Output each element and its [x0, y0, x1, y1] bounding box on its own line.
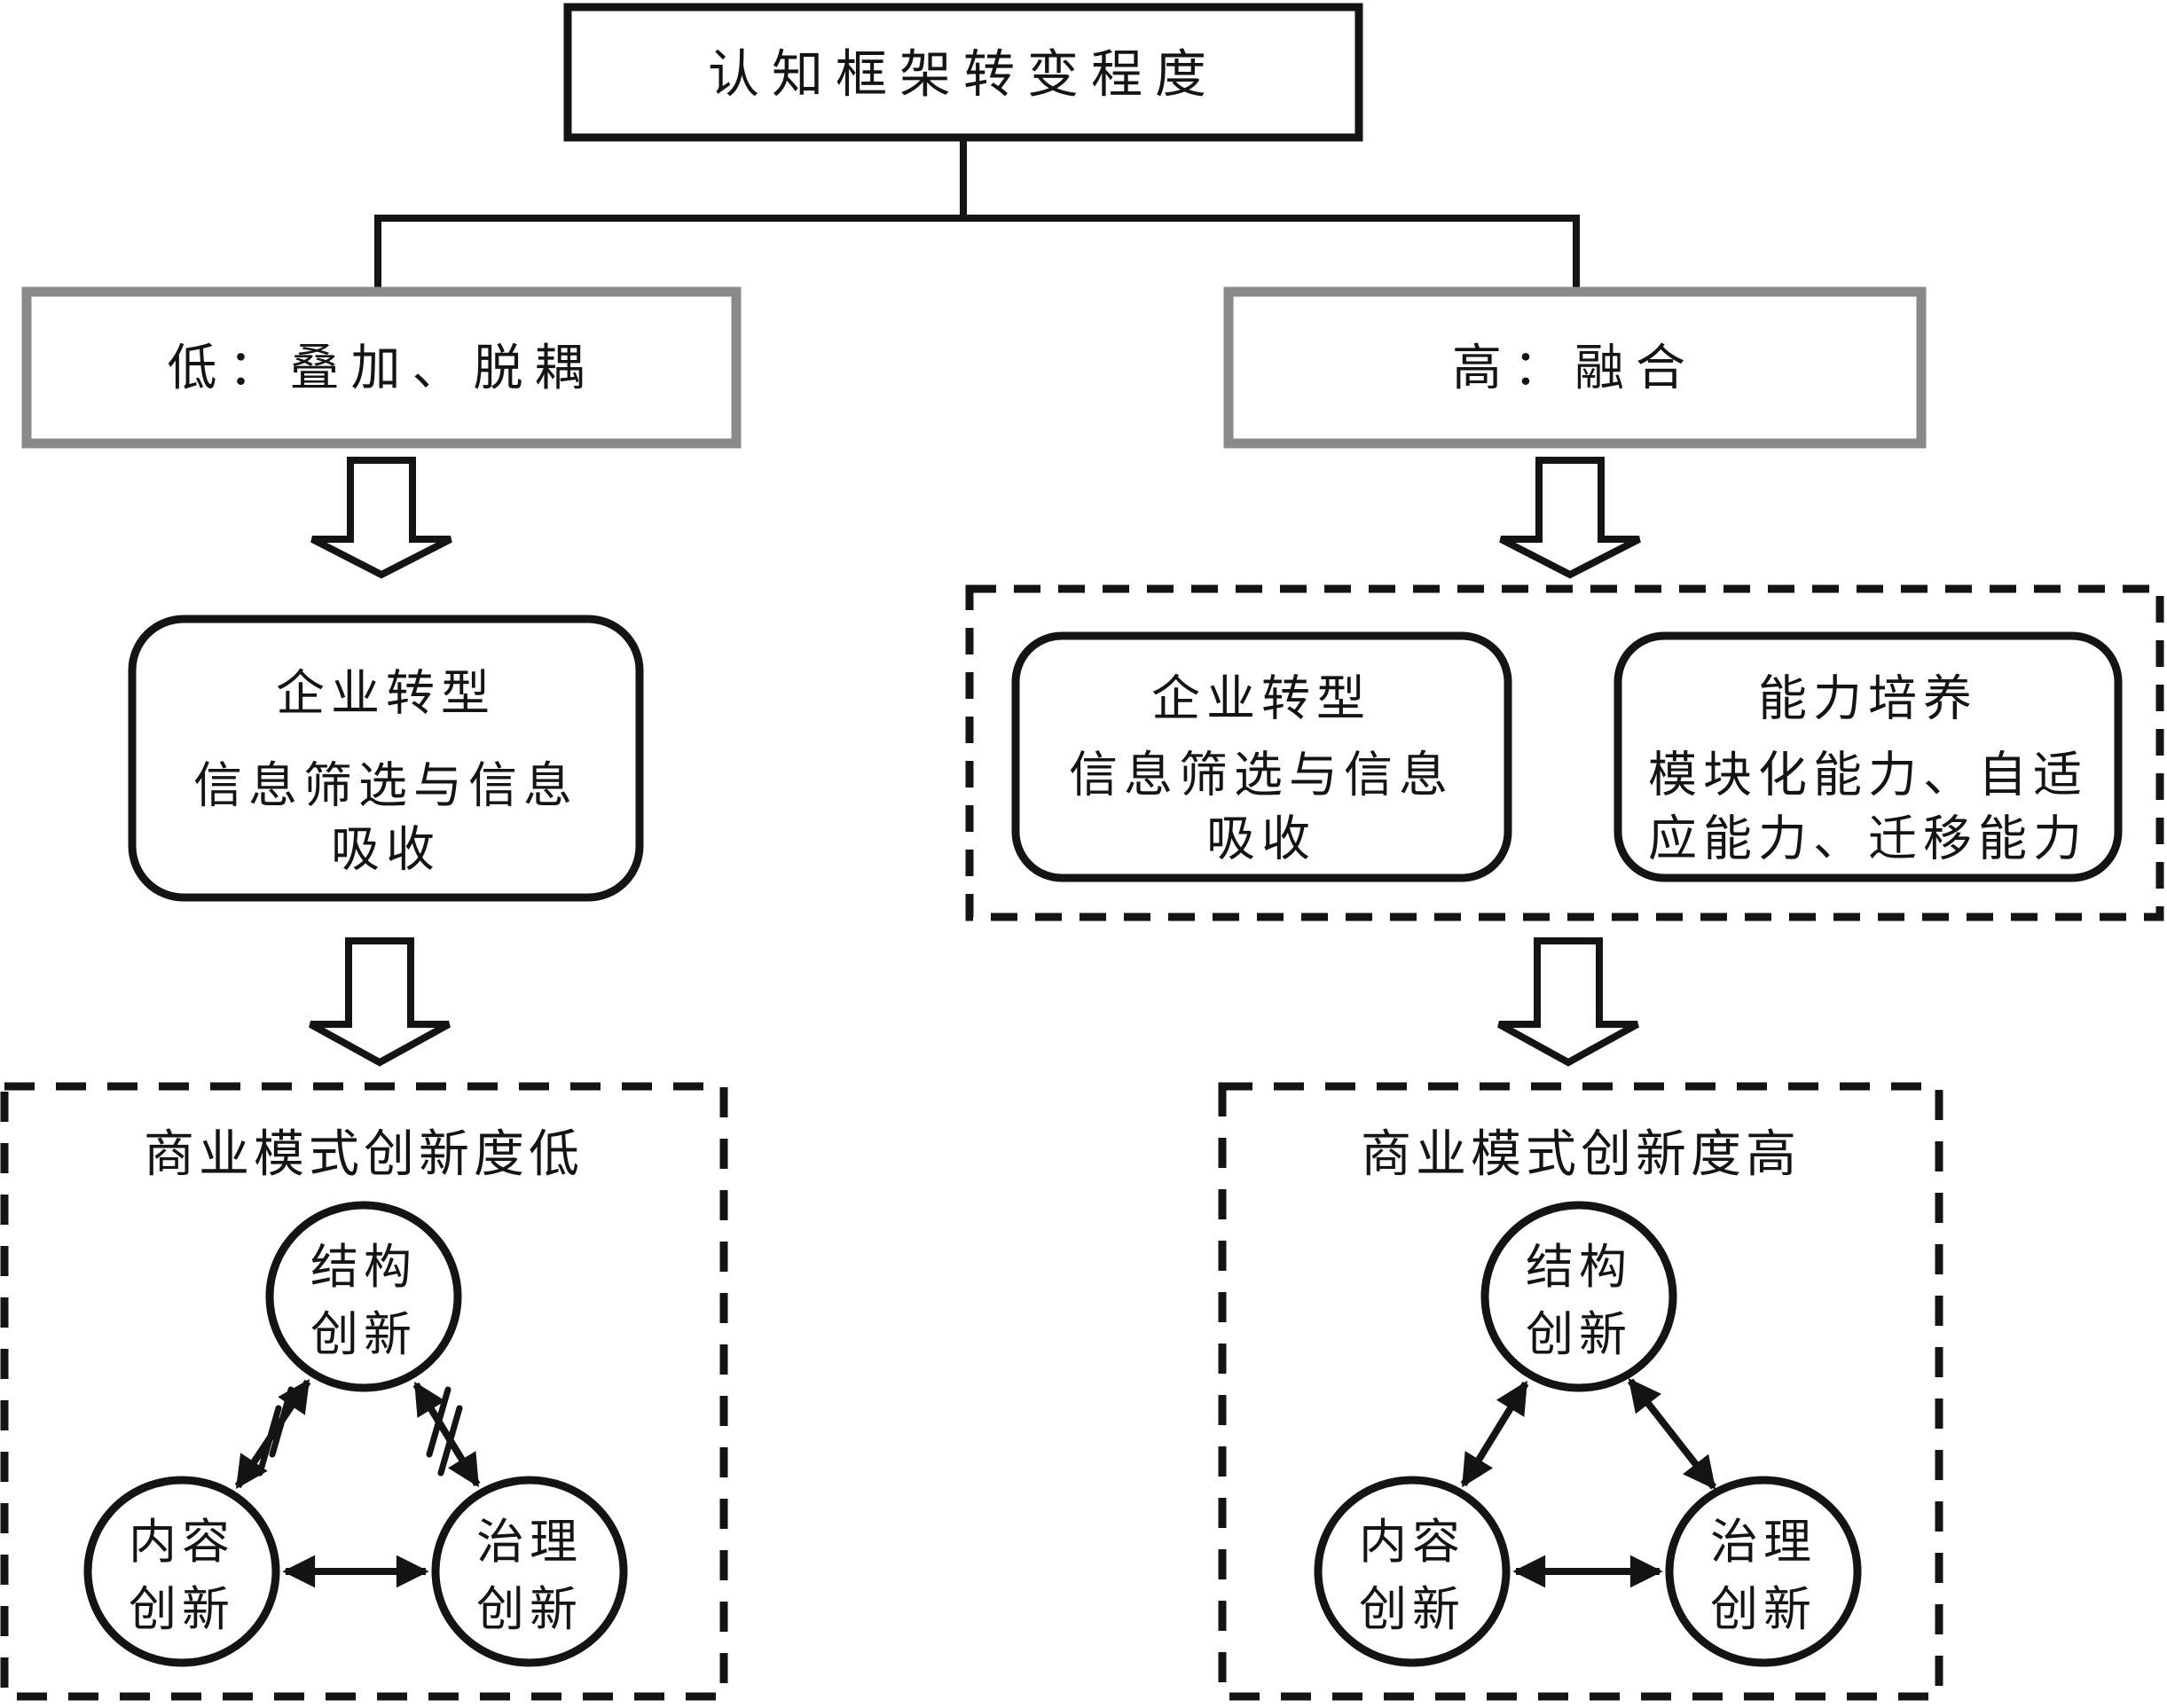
outcome-title-high: 商业模式创新度高 [1361, 1127, 1801, 1183]
governance-circle-high-line2: 创新 [1710, 1583, 1817, 1636]
block-down-arrow-icon [310, 457, 452, 579]
branch-high-box [1223, 286, 1927, 449]
break-tick-icon [269, 1386, 294, 1458]
arrow-structure-content-high [1460, 1380, 1529, 1488]
transform-box-high-line1: 企业转型 [1151, 672, 1371, 726]
structure-circle-low-line2: 创新 [310, 1308, 417, 1361]
structure-circle-high [1480, 1201, 1677, 1392]
capability-box-line3: 应能力、迁移能力 [1648, 812, 2088, 866]
governance-circle-low-line1: 治理 [476, 1516, 583, 1569]
block-down-arrow-icon [309, 937, 451, 1067]
content-circle-low [83, 1476, 280, 1667]
content-circle-high-line2: 创新 [1359, 1583, 1465, 1636]
transform-box-low-line2: 信息筛选与信息 [193, 759, 578, 813]
transform-box-low-line3: 吸收 [331, 823, 441, 877]
governance-circle-high [1665, 1476, 1862, 1667]
capability-box [1613, 631, 2123, 882]
content-circle-low-line1: 内容 [129, 1516, 235, 1569]
branch-high-label: 高：融合 [1452, 341, 1697, 396]
break-tick-icon [426, 1386, 451, 1458]
content-circle-low-line2: 创新 [129, 1583, 235, 1636]
content-circle-high [1314, 1476, 1511, 1667]
transform-box-low-line1: 企业转型 [276, 667, 496, 721]
arrow-structure-governance-low [412, 1381, 481, 1488]
block-down-arrow-icon [1497, 937, 1639, 1067]
content-circle-high-line1: 内容 [1359, 1516, 1465, 1569]
structure-circle-high-line1: 结构 [1526, 1241, 1632, 1294]
root-label: 认知框架转变程度 [708, 46, 1219, 104]
branch-low-box [21, 286, 742, 449]
transform-box-high [1011, 631, 1512, 882]
tree-connectors [374, 137, 1580, 293]
structure-circle-low-line1: 结构 [310, 1241, 417, 1294]
governance-circle-low [431, 1476, 628, 1667]
arrow-structure-governance-high [1627, 1378, 1717, 1490]
break-tick-icon [256, 1405, 282, 1477]
fusion-group-box [965, 584, 2164, 921]
capability-box-line1: 能力培养 [1758, 672, 1978, 726]
transform-box-high-line3: 吸收 [1206, 812, 1316, 866]
root-box [563, 3, 1363, 142]
structure-circle-high-line2: 创新 [1526, 1308, 1632, 1361]
governance-circle-high-line1: 治理 [1710, 1516, 1817, 1569]
break-tick-icon [437, 1405, 463, 1477]
structure-circle-low [265, 1201, 462, 1392]
outcome-title-low: 商业模式创新度低 [144, 1127, 584, 1183]
capability-box-line2: 模块化能力、自适 [1648, 748, 2088, 803]
transform-box-high-line2: 信息筛选与信息 [1069, 748, 1454, 803]
block-down-arrow-icon [1499, 457, 1641, 579]
governance-circle-low-line2: 创新 [476, 1583, 583, 1636]
transform-box-low [128, 615, 644, 902]
branch-low-label: 低：叠加、脱耦 [168, 341, 596, 396]
